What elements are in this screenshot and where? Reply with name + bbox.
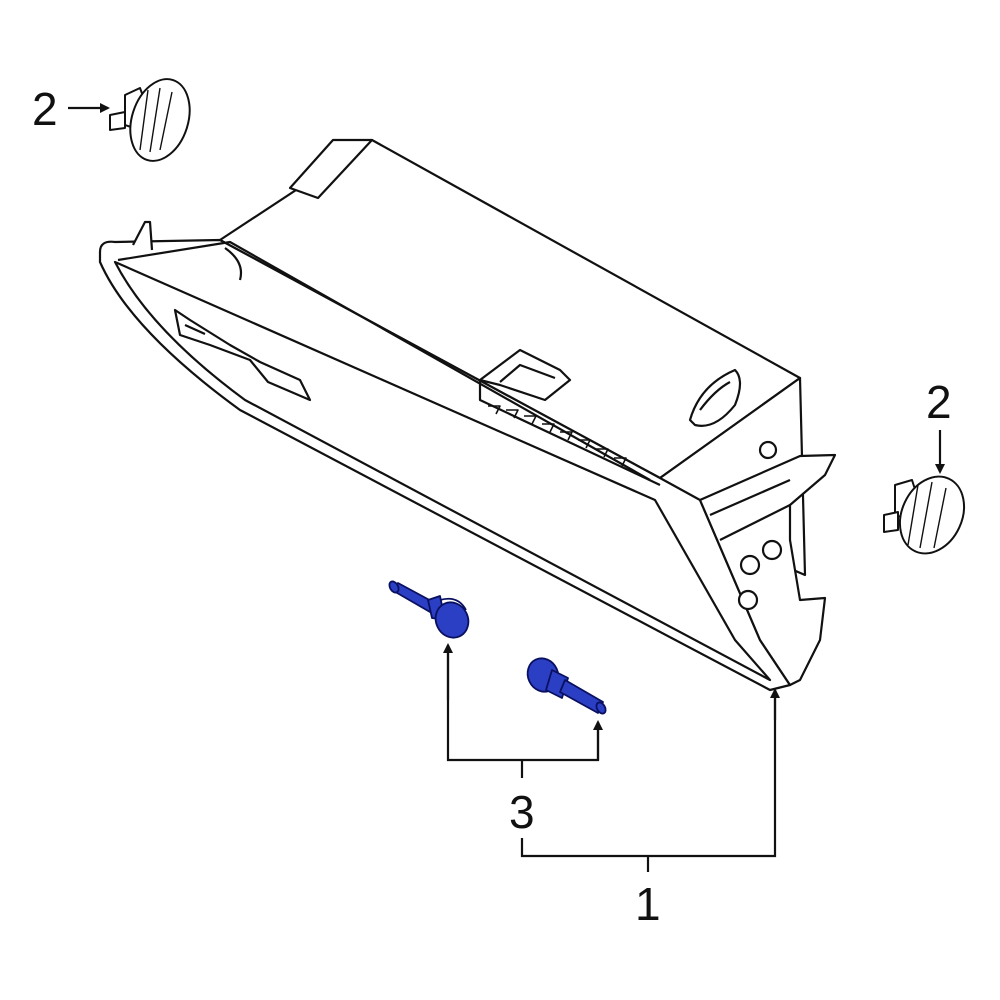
bumper-stop-right bbox=[883, 475, 966, 555]
callout-part3: 3 bbox=[509, 786, 535, 838]
callout-part2-left: 2 bbox=[32, 83, 58, 135]
callout-part2-right: 2 bbox=[926, 376, 952, 428]
pivot-pin-upper bbox=[388, 580, 470, 639]
pivot-pin-lower bbox=[526, 657, 607, 715]
callout-part1: 1 bbox=[635, 878, 661, 930]
glove-box-assembly bbox=[98, 138, 837, 692]
bumper-stop-left bbox=[109, 78, 191, 162]
leader-lines bbox=[68, 103, 945, 872]
leader-part1-bracket bbox=[520, 690, 777, 858]
leader-part3-bracket bbox=[446, 648, 600, 762]
